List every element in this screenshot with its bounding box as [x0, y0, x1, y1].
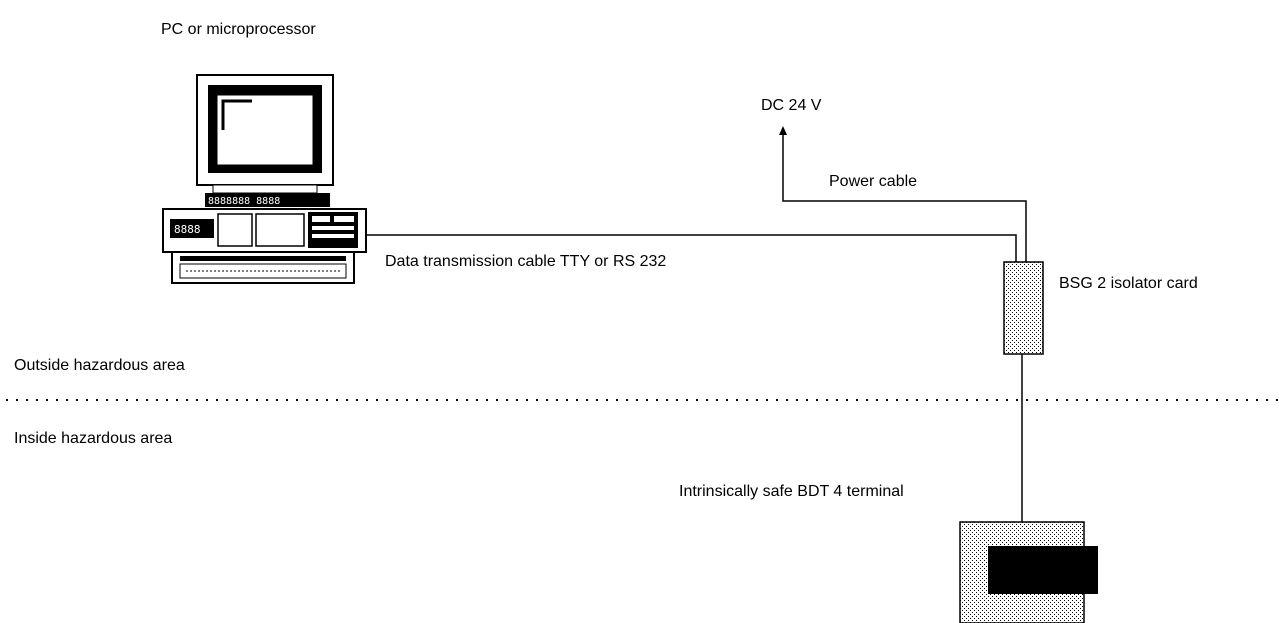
power-arrow-icon [779, 126, 787, 135]
terminal-device [960, 522, 1098, 623]
system-unit: 8888 [163, 209, 366, 283]
isolator-card [1004, 262, 1043, 354]
power-cable-line [783, 134, 1026, 262]
computer-icon: 8888888 8888 8888 [163, 75, 366, 283]
keyboard: 8888888 8888 [205, 193, 330, 207]
monitor [197, 75, 333, 193]
pc-label: PC or microprocessor [161, 21, 316, 38]
terminal-label: Intrinsically safe BDT 4 terminal [679, 483, 904, 500]
dc-label: DC 24 V [761, 97, 822, 114]
power-cable-label: Power cable [829, 173, 917, 190]
outside-area-label: Outside hazardous area [14, 357, 185, 374]
keyboard-keys: 8888888 8888 [208, 196, 280, 207]
drive-label: 8888 [174, 223, 201, 236]
isolator-label: BSG 2 isolator card [1059, 275, 1198, 292]
inside-area-label: Inside hazardous area [14, 430, 172, 447]
data-cable-label: Data transmission cable TTY or RS 232 [385, 253, 666, 270]
